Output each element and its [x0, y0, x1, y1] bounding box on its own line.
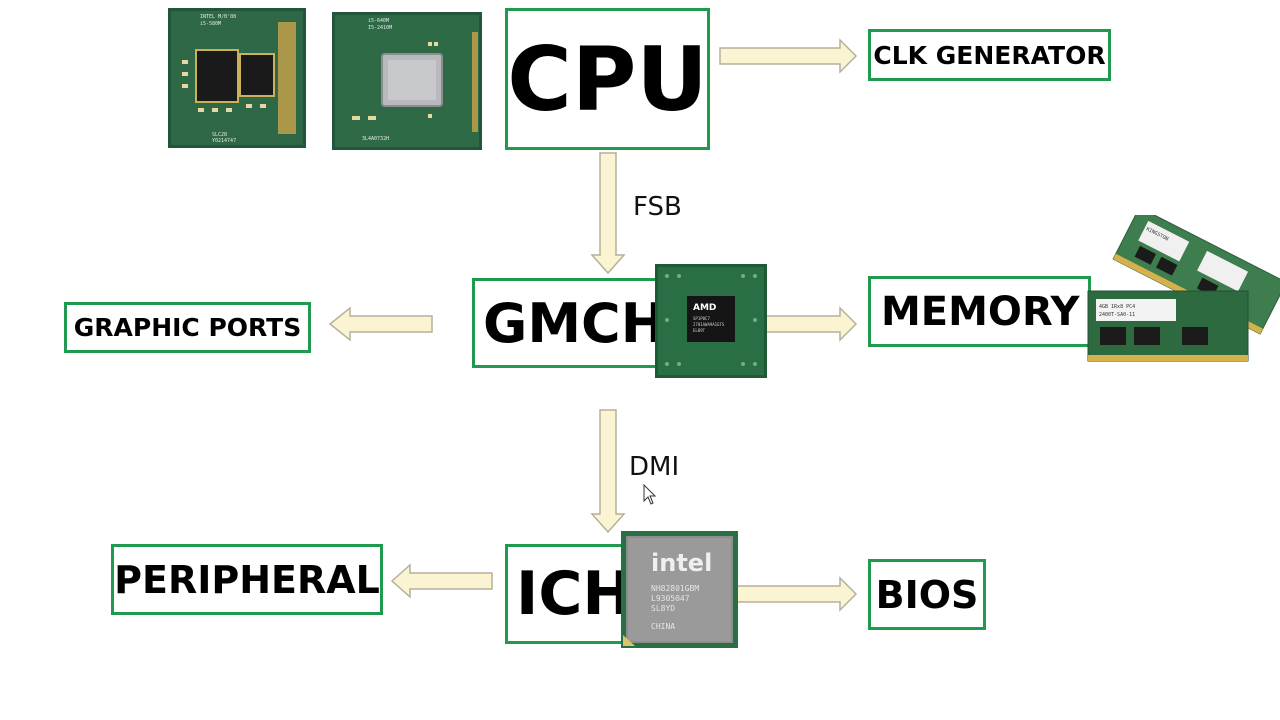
amd-logo-text: AMD — [693, 303, 716, 313]
ram-mark-2: 4GB 1Rx8 PC4 — [1099, 304, 1135, 310]
cpu-box: CPU — [505, 8, 710, 150]
cpu-chip2-mark-1: i5-640M — [368, 18, 389, 24]
intel-logo-text: intel — [651, 549, 712, 577]
amd-chip-mark-3: ELB9T — [693, 328, 706, 333]
arrow-ich-to-peripheral — [390, 563, 493, 599]
cpu-chip2-mark-2: I5-2410M — [368, 25, 392, 31]
ich-chip-mark-2: L9305047 — [651, 594, 690, 603]
cpu-chip2-mark-3: 3L4A0732H — [362, 136, 389, 142]
intel-ich-chip-photo: intel NH82801GBM L9305047 SL8YD CHINA — [621, 531, 738, 648]
arrow-gmch-to-ich — [590, 409, 626, 534]
arrow-gmch-to-graphic — [328, 306, 433, 342]
fsb-label: FSB — [633, 192, 682, 222]
memory-box: MEMORY — [868, 276, 1091, 347]
ram-mark-3: 2400T-SA0-11 — [1099, 312, 1135, 318]
amd-chip-mark-1: SP1P0C7 — [693, 316, 710, 321]
graphic-ports-box: GRAPHIC PORTS — [64, 302, 311, 353]
dmi-label: DMI — [629, 452, 680, 482]
ich-chip-mark-4: CHINA — [651, 622, 675, 631]
bios-box: BIOS — [868, 559, 986, 630]
peripheral-box: PERIPHERAL — [111, 544, 383, 615]
arrow-cpu-to-clk — [719, 38, 858, 74]
amd-chip-photo: AMD SP1P0C7 2701AWA9A1EFS ELB9T — [655, 264, 767, 378]
ich-chip-mark-3: SL8YD — [651, 604, 675, 613]
cpu-chip-photo-1: INTEL M/B'08 i5-580M SLC28 Y0214747 — [168, 8, 306, 148]
bios-label: BIOS — [875, 572, 979, 617]
graphic-ports-label: GRAPHIC PORTS — [73, 313, 302, 342]
ich-label: ICH — [516, 559, 633, 629]
cpu-label: CPU — [507, 27, 708, 131]
amd-chip-mark-2: 2701AWA9A1EFS — [693, 322, 725, 327]
arrow-ich-to-bios — [736, 576, 858, 612]
gmch-label: GMCH — [483, 291, 666, 355]
cpu-chip-mark-3: SLC28 — [212, 132, 227, 138]
cpu-chip-mark-4: Y0214747 — [212, 138, 236, 144]
arrow-gmch-to-memory — [761, 306, 858, 342]
ich-chip-mark-1: NH82801GBM — [651, 584, 699, 593]
peripheral-label: PERIPHERAL — [114, 557, 380, 602]
cpu-chip-mark-2: i5-580M — [200, 21, 221, 27]
ram-modules-photo: KINGSTON 4GB 1Rx8 PC4 2400T-SA0-11 — [1087, 215, 1280, 362]
memory-label: MEMORY — [881, 288, 1080, 335]
ich-box: ICH — [505, 544, 633, 644]
arrow-cpu-to-gmch — [590, 152, 626, 275]
mouse-cursor-icon — [643, 484, 657, 505]
gmch-box: GMCH — [472, 278, 666, 368]
cpu-chip-photo-2: i5-640M I5-2410M 3L4A0732H — [332, 12, 482, 150]
cpu-chip-mark-1: INTEL M/B'08 — [200, 14, 236, 20]
clk-generator-label: CLK GENERATOR — [873, 40, 1106, 70]
clk-generator-box: CLK GENERATOR — [868, 29, 1111, 81]
